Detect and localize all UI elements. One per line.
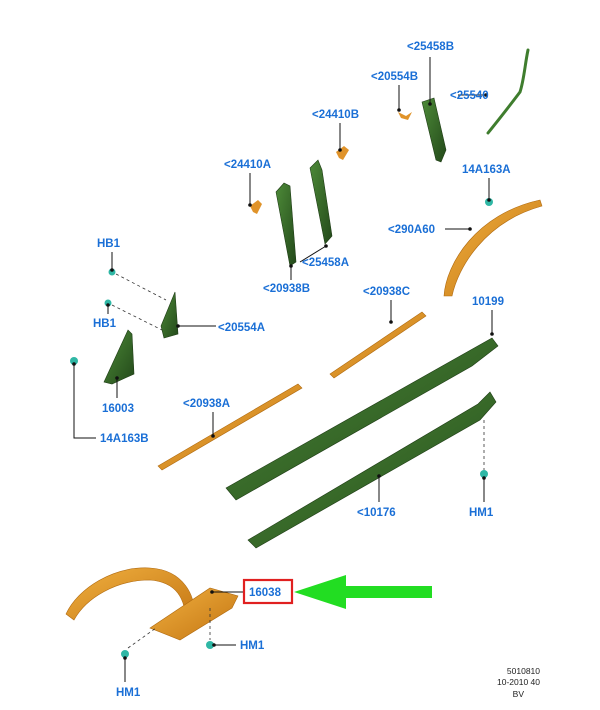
clip-icon [70, 198, 493, 658]
reference-line-2: 10-2010 40 [497, 677, 540, 687]
label-hm1-bottom: HM1 [116, 687, 141, 699]
highlight-box [242, 578, 294, 605]
label-25458b: <25458B [407, 41, 454, 53]
seal-strip-25540 [486, 48, 530, 135]
label-20938b: <20938B [263, 283, 310, 295]
pillar-trim-20938b [275, 182, 297, 267]
sill-rail-10199 [225, 337, 499, 501]
label-16038: 16038 [249, 587, 282, 599]
label-14a163a: 14A163A [462, 164, 511, 176]
label-290a60: <290A60 [388, 224, 435, 236]
label-hm1-right: HM1 [469, 507, 494, 519]
label-25540: <25540 [450, 90, 489, 102]
moulding-20938c [329, 311, 427, 379]
label-16003: 16003 [102, 403, 134, 415]
bracket-24410a [250, 200, 262, 214]
arrow-left-icon [294, 575, 432, 609]
label-hm1-lower: HM1 [240, 640, 265, 652]
label-10199: 10199 [472, 296, 504, 308]
reference-line-1: 5010810 [507, 666, 540, 676]
label-hb1-top: HB1 [97, 238, 121, 250]
label-14a163b: 14A163B [100, 433, 149, 445]
pillar-trim-25458b [421, 97, 447, 163]
arch-trim-290a60 [443, 199, 543, 297]
label-25458a: <25458A [302, 257, 349, 269]
pillar-trim-25458a [309, 159, 333, 245]
corner-trim-20554a [160, 291, 179, 339]
label-10176: <10176 [357, 507, 396, 519]
moulding-20938a [157, 383, 303, 471]
leader-lines [72, 57, 494, 682]
label-20554a: <20554A [218, 322, 265, 334]
bracket-24410b [336, 146, 349, 160]
label-24410a: <24410A [224, 159, 271, 171]
label-20554b: <20554B [371, 71, 418, 83]
reference-line-3: BV [513, 689, 525, 699]
wheel-arch-16038 [65, 567, 239, 641]
sill-panel-10176 [247, 391, 497, 549]
label-20938c: <20938C [363, 286, 410, 298]
corner-trim-16003 [103, 329, 135, 385]
label-hb1-bottom: HB1 [93, 318, 117, 330]
bracket-20554b [398, 112, 412, 120]
label-20938a: <20938A [183, 398, 230, 410]
label-24410b: <24410B [312, 109, 359, 121]
